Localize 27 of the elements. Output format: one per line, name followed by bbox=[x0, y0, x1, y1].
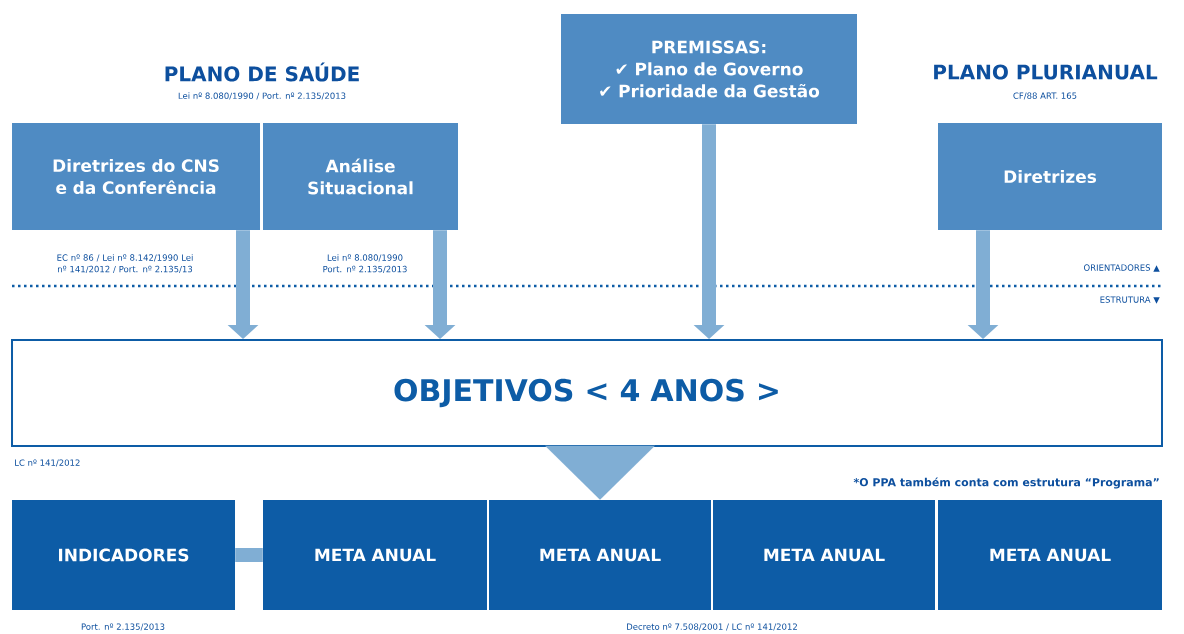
reference-note: Port. nº 2.135/2013 bbox=[81, 623, 165, 631]
target-box: INDICADORES bbox=[12, 500, 235, 610]
node-label: META ANUAL bbox=[540, 548, 661, 562]
reference-note: LC nº 141/2012 bbox=[15, 459, 80, 467]
reference-note: CF/88 ART. 165 bbox=[1013, 92, 1077, 100]
target-box: META ANUAL bbox=[263, 500, 487, 610]
heading: PLANO DE SAÚDE bbox=[165, 62, 359, 82]
node-label: META ANUAL bbox=[315, 548, 436, 562]
node-label: META ANUAL bbox=[764, 548, 885, 562]
process-box: Diretrizes do CNS e da Conferência bbox=[12, 123, 260, 230]
reference-note: Lei nº 8.080/1990 / Port. nº 2.135/2013 bbox=[178, 92, 346, 100]
footnote: *O PPA também conta com estrutura “Programa” bbox=[853, 477, 1159, 489]
heading: PLANO PLURIANUAL bbox=[934, 64, 1158, 80]
process-box: PREMISSAS: ✔ Plano de Governo ✔ Prioridade da Gestão bbox=[561, 14, 857, 124]
reference-note: Lei nº 8.080/1990 Port. nº 2.135/2013 bbox=[323, 254, 407, 273]
target-box: META ANUAL bbox=[713, 500, 935, 610]
reference-note: Decreto nº 7.508/2001 / LC nº 141/2012 bbox=[627, 623, 797, 631]
chevron-arrow bbox=[545, 445, 655, 500]
section-label: ESTRUTURA ▼ bbox=[1100, 296, 1160, 304]
objective-box: OBJETIVOS < 4 ANOS > bbox=[11, 339, 1163, 447]
process-box: Diretrizes bbox=[938, 123, 1162, 230]
reference-note: EC nº 86 / Lei nº 8.142/1990 Lei nº 141/2012 / Port. nº 2.135/13 bbox=[57, 254, 193, 273]
target-box: META ANUAL bbox=[938, 500, 1162, 610]
section-label: ORIENTADORES ▲ bbox=[1083, 264, 1160, 272]
connector-bar bbox=[235, 548, 263, 562]
target-box: META ANUAL bbox=[489, 500, 711, 610]
process-box: Análise Situacional bbox=[263, 123, 458, 230]
